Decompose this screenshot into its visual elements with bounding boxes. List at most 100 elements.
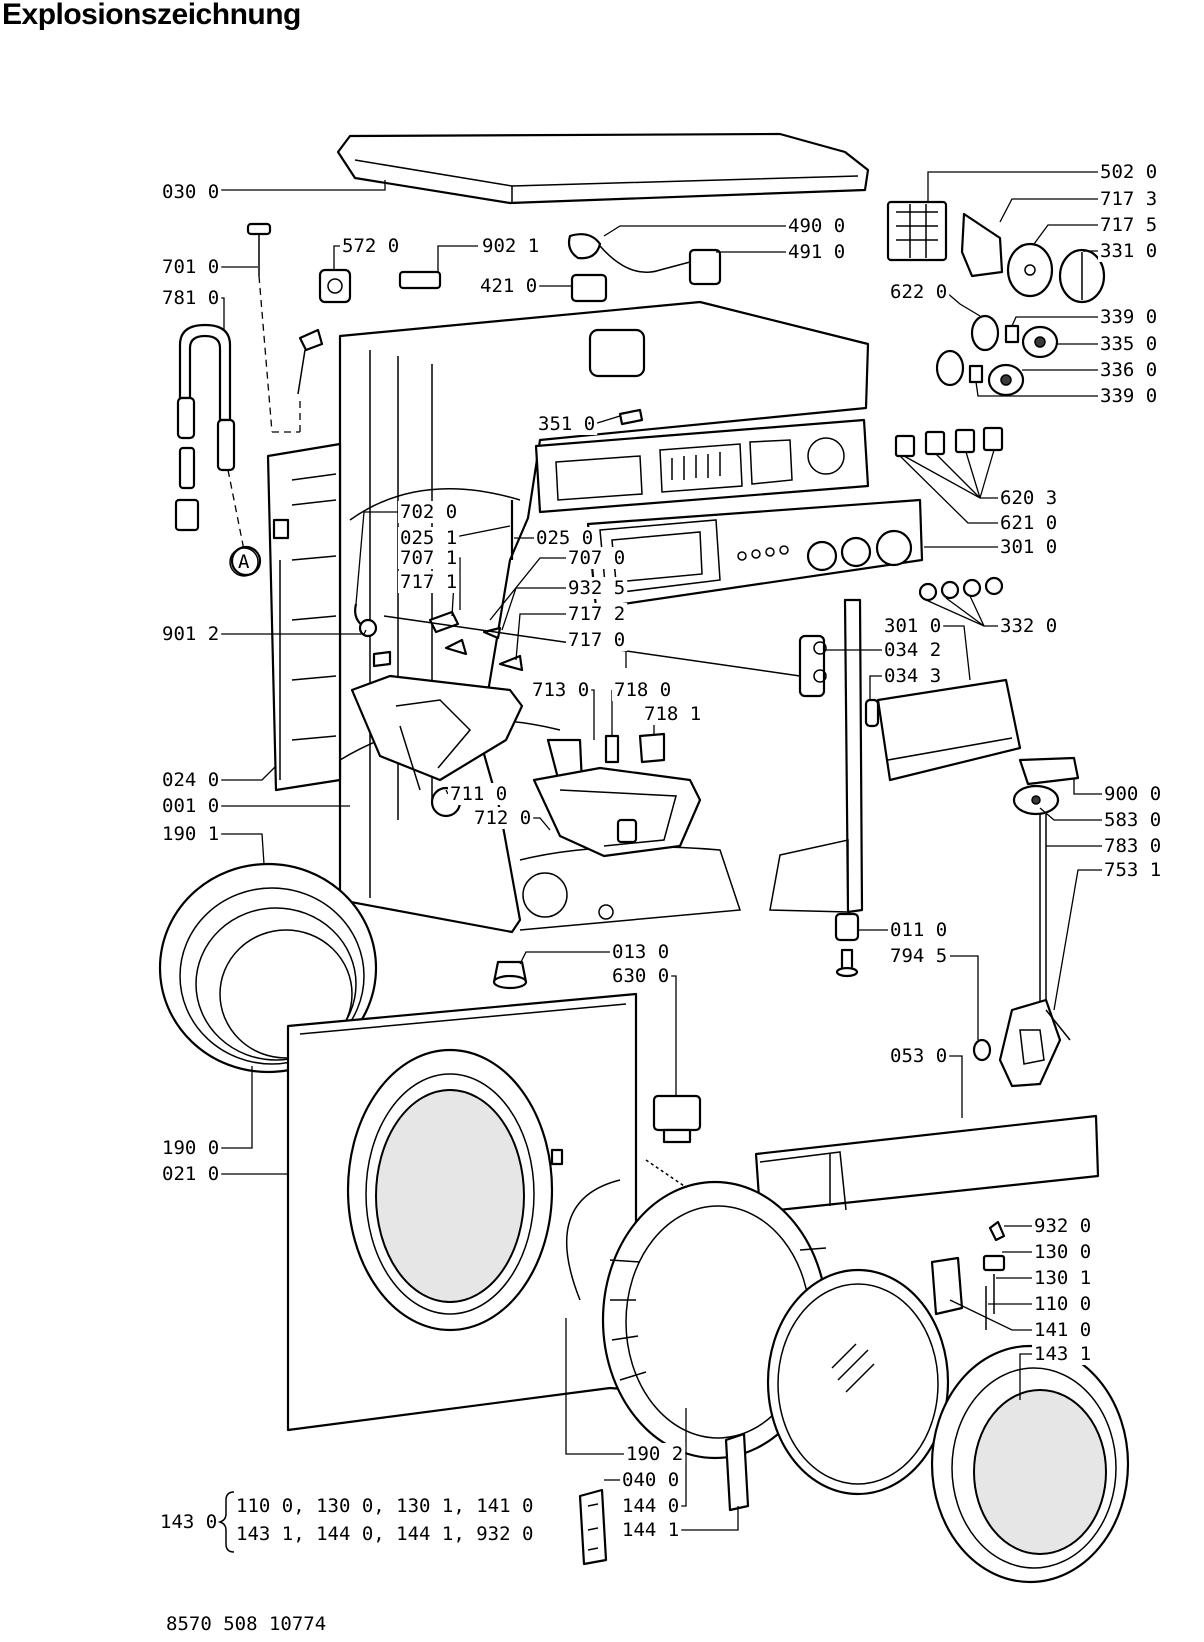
door-glass-drawing: [766, 1268, 950, 1496]
label-backing: [160, 1163, 222, 1185]
part-label-1441: 144 1: [622, 1519, 679, 1541]
part-label-9012: 901 2: [162, 623, 219, 645]
label-backing: [888, 1045, 950, 1067]
label-backing: [1032, 1343, 1094, 1365]
leader-line-1902: [565, 1318, 624, 1455]
part-label-712: 712 0: [474, 807, 531, 829]
part-label-351: 351 0: [538, 413, 595, 435]
detergent-drawer-drawing: [532, 732, 702, 858]
cabinet-drawing: [338, 300, 870, 934]
leader-line-490: [603, 225, 786, 237]
leader-line-7531: [1053, 869, 1102, 1011]
label-backing: [998, 536, 1060, 558]
part-label-713: 713 0: [532, 679, 589, 701]
label-backing: [1098, 306, 1160, 328]
detail-marker-label: A: [238, 551, 250, 573]
leader-line-053: [948, 1055, 963, 1118]
label-backing: [1098, 240, 1160, 262]
part-label-932: 932 0: [1034, 1215, 1091, 1237]
leader-line-351: [593, 415, 621, 425]
label-backing: [786, 241, 848, 263]
label-backing: [888, 919, 950, 941]
selector-switches-drawing: [935, 314, 1059, 397]
label-backing: [1102, 835, 1164, 857]
part-label-030: 030 0: [162, 181, 219, 203]
part-label-7945: 794 5: [890, 945, 947, 967]
part-label-025: 025 0: [536, 527, 593, 549]
leader-line-1901: [212, 833, 265, 865]
door-inner-ring-drawing: [930, 1344, 1130, 1584]
detail-marker-circle: [229, 547, 259, 577]
leader-line-339a: [1011, 316, 1098, 327]
part-label-335: 335 0: [1100, 333, 1157, 355]
part-label-0342: 034 2: [884, 639, 941, 661]
part-label-7531: 753 1: [1104, 859, 1161, 881]
label-backing: [160, 623, 222, 645]
label-backing: [160, 287, 222, 309]
leader-line-1441: [668, 1506, 739, 1531]
door-handle-drawing: [930, 1220, 1006, 1330]
front-fascia-drawing: [586, 498, 924, 610]
door-hinge-drawing: [578, 1432, 750, 1566]
label-backing: [1032, 1319, 1094, 1341]
part-label-502: 502 0: [1100, 161, 1157, 183]
kit-label: 143 0: [160, 1511, 217, 1533]
label-backing: [610, 941, 672, 963]
leader-line-024: [212, 765, 277, 781]
part-label-7175: 717 5: [1100, 214, 1157, 236]
door-lock-drawing: [645, 1094, 702, 1191]
label-backing: [1098, 188, 1160, 210]
part-label-144: 144 0: [622, 1495, 679, 1517]
label-backing: [1098, 161, 1160, 183]
leader-line-331: [1083, 250, 1098, 252]
label-backing: [160, 769, 222, 791]
leader-line-583: [1039, 807, 1102, 821]
part-label-331: 331 0: [1100, 240, 1157, 262]
part-label-332: 332 0: [1000, 615, 1057, 637]
label-backing: [566, 629, 628, 651]
part-label-583: 583 0: [1104, 809, 1161, 831]
label-backing: [398, 527, 460, 549]
leader-line-707: [489, 557, 566, 621]
label-backing: [620, 1469, 682, 1491]
leader-line-7173: [999, 198, 1098, 223]
label-backing: [478, 275, 540, 297]
leader-line-0251: [449, 525, 511, 539]
part-label-701: 701 0: [162, 256, 219, 278]
leader-line-9021: [437, 245, 478, 272]
label-backing: [472, 807, 534, 829]
part-label-622: 622 0: [890, 281, 947, 303]
drain-pump-drawing: [998, 998, 1071, 1088]
inlet-hose-drawing: [174, 222, 301, 561]
part-label-900: 900 0: [1104, 783, 1161, 805]
kit-line-2: 143 1, 144 0, 144 1, 932 0: [236, 1523, 533, 1545]
part-label-421: 421 0: [480, 275, 537, 297]
part-label-339a: 339 0: [1100, 306, 1157, 328]
part-label-024: 024 0: [162, 769, 219, 791]
knob-springs-drawing: [918, 576, 1004, 602]
part-label-053: 053 0: [890, 1045, 947, 1067]
part-label-7071: 707 1: [400, 547, 457, 569]
leader-line-6203: [935, 453, 981, 499]
leader-line-332: [945, 597, 985, 627]
label-backing: [612, 679, 674, 701]
label-backing: [620, 1519, 682, 1541]
leader-line-0343: [869, 675, 882, 700]
part-label-630: 630 0: [612, 965, 669, 987]
label-backing: [1102, 809, 1164, 831]
label-backing: [1032, 1293, 1094, 1315]
part-label-110: 110 0: [1034, 1293, 1091, 1315]
label-backing: [888, 945, 950, 967]
part-label-783: 783 0: [1104, 835, 1161, 857]
door-gasket-drawing: [158, 862, 378, 1074]
leader-line-6203: [965, 451, 981, 499]
machine-feet-drawing: [492, 912, 992, 1062]
label-backing: [882, 639, 944, 661]
micro-switches-drawing: [894, 426, 1004, 458]
part-label-718: 718 0: [614, 679, 671, 701]
label-backing: [1098, 214, 1160, 236]
part-label-001: 001 0: [162, 795, 219, 817]
label-backing: [998, 487, 1060, 509]
part-label-1431: 143 1: [1034, 1343, 1091, 1365]
